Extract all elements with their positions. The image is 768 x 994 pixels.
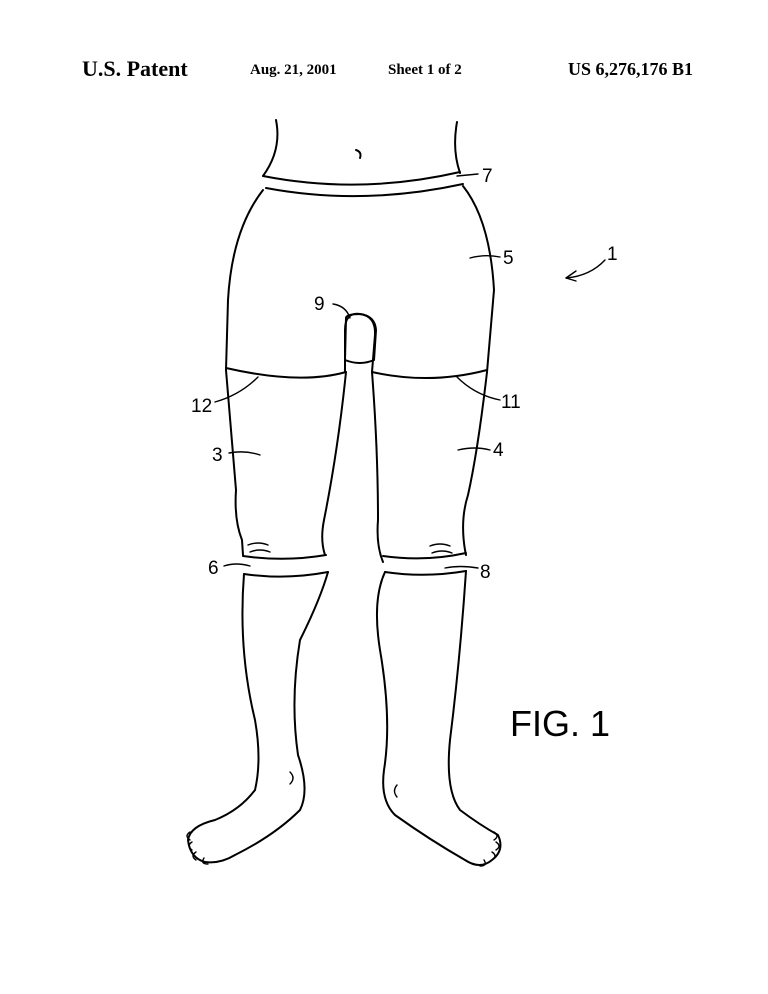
label-11: 11: [501, 392, 521, 413]
label-3: 3: [212, 445, 223, 466]
label-9: 9: [314, 294, 325, 315]
sheet-number: Sheet 1 of 2: [388, 62, 462, 78]
label-5: 5: [503, 248, 514, 269]
figure-caption: FIG. 1: [510, 703, 610, 744]
patent-header-title: U.S. Patent: [82, 56, 188, 81]
body-outline: [186, 119, 502, 867]
reference-leaders: [223, 173, 606, 569]
label-1: 1: [607, 244, 618, 265]
label-4: 4: [493, 440, 504, 461]
label-8: 8: [480, 562, 491, 583]
label-7: 6: [208, 558, 219, 579]
patent-date: Aug. 21, 2001: [250, 62, 337, 78]
label-12: 12: [191, 396, 212, 417]
patent-number: US 6,276,176 B1: [568, 59, 694, 79]
label-6: 7: [482, 166, 493, 187]
